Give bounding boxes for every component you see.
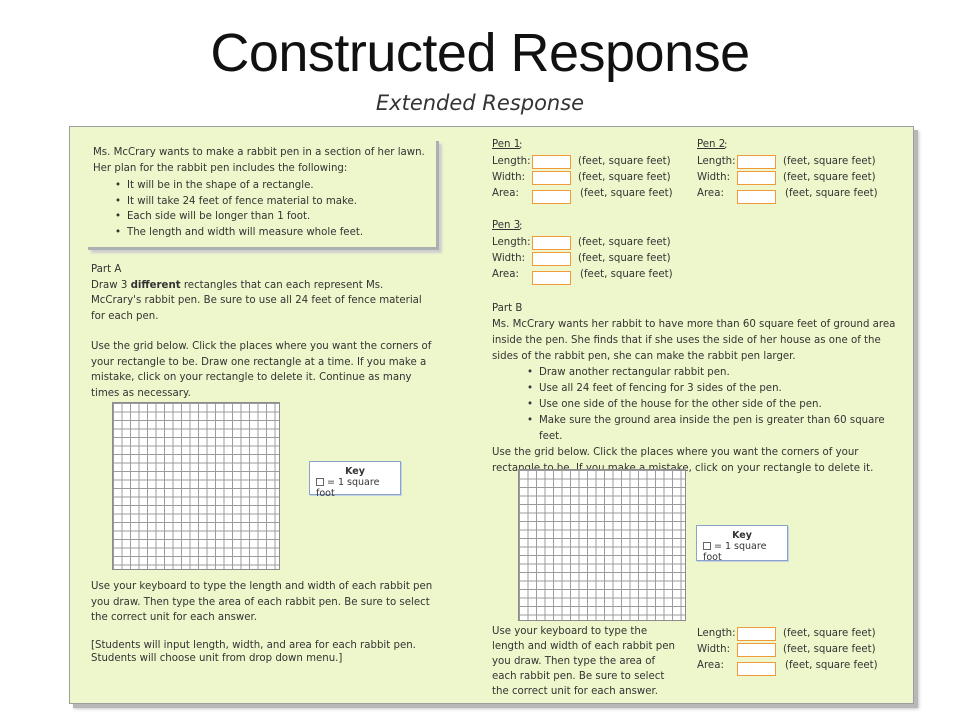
pen-1-colon: :	[519, 140, 523, 151]
length-label: Length:	[492, 237, 531, 248]
part-a-input-instructions: Use your keyboard to type the length and…	[91, 579, 436, 665]
part-b-section: Part B Ms. McCrary wants her rabbit to h…	[492, 301, 900, 477]
part-a-note: [Students will input length, width, and …	[91, 639, 416, 664]
unit-label: (feet, square feet)	[578, 156, 671, 167]
scenario-bullet: Each side will be longer than 1 foot.	[115, 209, 436, 225]
width-label: Width:	[492, 253, 526, 264]
pen-1-area-input[interactable]	[532, 190, 571, 204]
unit-label: (feet, square feet)	[783, 172, 876, 183]
scenario-bullet: It will be in the shape of a rectangle.	[115, 178, 436, 194]
unit-label: (feet, square feet)	[578, 172, 671, 183]
unit-label: (feet, square feet)	[785, 188, 878, 199]
area-label: Area:	[492, 188, 519, 199]
length-label: Length:	[697, 156, 736, 167]
unit-label: (feet, square feet)	[578, 237, 671, 248]
part-a-section: Part A Draw 3 different rectangles that …	[91, 262, 436, 401]
width-label: Width:	[697, 644, 731, 655]
pen-3-length-input[interactable]	[532, 236, 571, 250]
pen-2-area-input[interactable]	[737, 190, 776, 204]
part-a-emphasis: different	[130, 279, 181, 291]
pen-3-colon: :	[519, 221, 523, 232]
drawing-grid-part-b[interactable]	[518, 469, 686, 621]
drawing-grid-part-a[interactable]	[112, 402, 280, 570]
part-b-length-input[interactable]	[737, 627, 776, 641]
unit-label: (feet, square feet)	[578, 253, 671, 264]
area-label: Area:	[697, 660, 724, 671]
scenario-line-1: Ms. McCrary wants to make a rabbit pen i…	[93, 147, 425, 158]
pen-2-heading: Pen 2	[697, 139, 726, 150]
key-row: = 1 square foot	[703, 541, 787, 563]
unit-label: (feet, square feet)	[783, 644, 876, 655]
key-title: Key	[732, 530, 752, 541]
key-legend: Key = 1 square foot	[309, 461, 401, 499]
width-label: Width:	[492, 172, 526, 183]
key-title: Key	[345, 466, 365, 477]
pen-1-width-input[interactable]	[532, 171, 571, 185]
key-legend-part-b: Key = 1 square foot	[696, 525, 788, 563]
part-a-instructions-3: Use your keyboard to type the length and…	[91, 581, 433, 623]
width-label: Width:	[697, 172, 731, 183]
unit-label: (feet, square feet)	[783, 628, 876, 639]
pen-2-length-input[interactable]	[737, 155, 776, 169]
part-b-bullet: Use all 24 feet of fencing for 3 sides o…	[527, 381, 900, 397]
part-a-heading: Part A	[91, 264, 122, 275]
length-label: Length:	[492, 156, 531, 167]
pen-3-area-input[interactable]	[532, 271, 571, 285]
unit-label: (feet, square feet)	[580, 188, 673, 199]
part-b-input-instructions: Use your keyboard to type the length and…	[492, 626, 675, 697]
part-a-text: Draw 3	[91, 279, 131, 291]
part-a-instructions-1: Draw 3 different rectangles that can eac…	[91, 278, 436, 325]
scenario-line-2: Her plan for the rabbit pen includes the…	[93, 162, 348, 174]
part-b-bullet: Make sure the ground area inside the pen…	[527, 413, 900, 445]
key-row: = 1 square foot	[316, 477, 400, 499]
square-icon	[703, 542, 711, 550]
part-b-bullet: Draw another rectangular rabbit pen.	[527, 365, 900, 381]
pen-2-width-input[interactable]	[737, 171, 776, 185]
scenario-bullet: The length and width will measure whole …	[115, 225, 436, 241]
question-panel: Ms. McCrary wants to make a rabbit pen i…	[69, 126, 914, 704]
part-a-instructions-2: Use the grid below. Click the places whe…	[91, 341, 432, 399]
part-b-heading: Part B	[492, 303, 523, 314]
area-label: Area:	[697, 188, 724, 199]
square-icon	[316, 478, 324, 486]
scenario-list: It will be in the shape of a rectangle. …	[93, 178, 436, 240]
scenario-bullet: It will take 24 feet of fence material t…	[115, 194, 436, 210]
unit-label: (feet, square feet)	[785, 660, 878, 671]
unit-label: (feet, square feet)	[783, 156, 876, 167]
part-b-area-input[interactable]	[737, 662, 776, 676]
scenario-box: Ms. McCrary wants to make a rabbit pen i…	[88, 141, 439, 250]
length-label: Length:	[697, 628, 736, 639]
part-b-list: Draw another rectangular rabbit pen. Use…	[492, 365, 900, 445]
key-label: = 1 square foot	[703, 541, 767, 563]
part-b-instructions-1: Ms. McCrary wants her rabbit to have mor…	[492, 319, 896, 362]
pen-1-heading: Pen 1	[492, 139, 521, 150]
pen-3-width-input[interactable]	[532, 252, 571, 266]
pen-1-length-input[interactable]	[532, 155, 571, 169]
area-label: Area:	[492, 269, 519, 280]
part-b-width-input[interactable]	[737, 643, 776, 657]
slide-title: Constructed Response	[210, 23, 750, 83]
part-b-instructions-2: Use the grid below. Click the places whe…	[492, 447, 874, 474]
pen-3-heading: Pen 3	[492, 220, 521, 231]
key-label: = 1 square foot	[316, 477, 380, 499]
unit-label: (feet, square feet)	[580, 269, 673, 280]
part-a-text: rectangles that can each represent Ms. M…	[91, 279, 422, 322]
part-b-bullet: Use one side of the house for the other …	[527, 397, 900, 413]
slide-subtitle: Extended Response	[375, 91, 585, 115]
pen-2-colon: :	[724, 140, 728, 151]
